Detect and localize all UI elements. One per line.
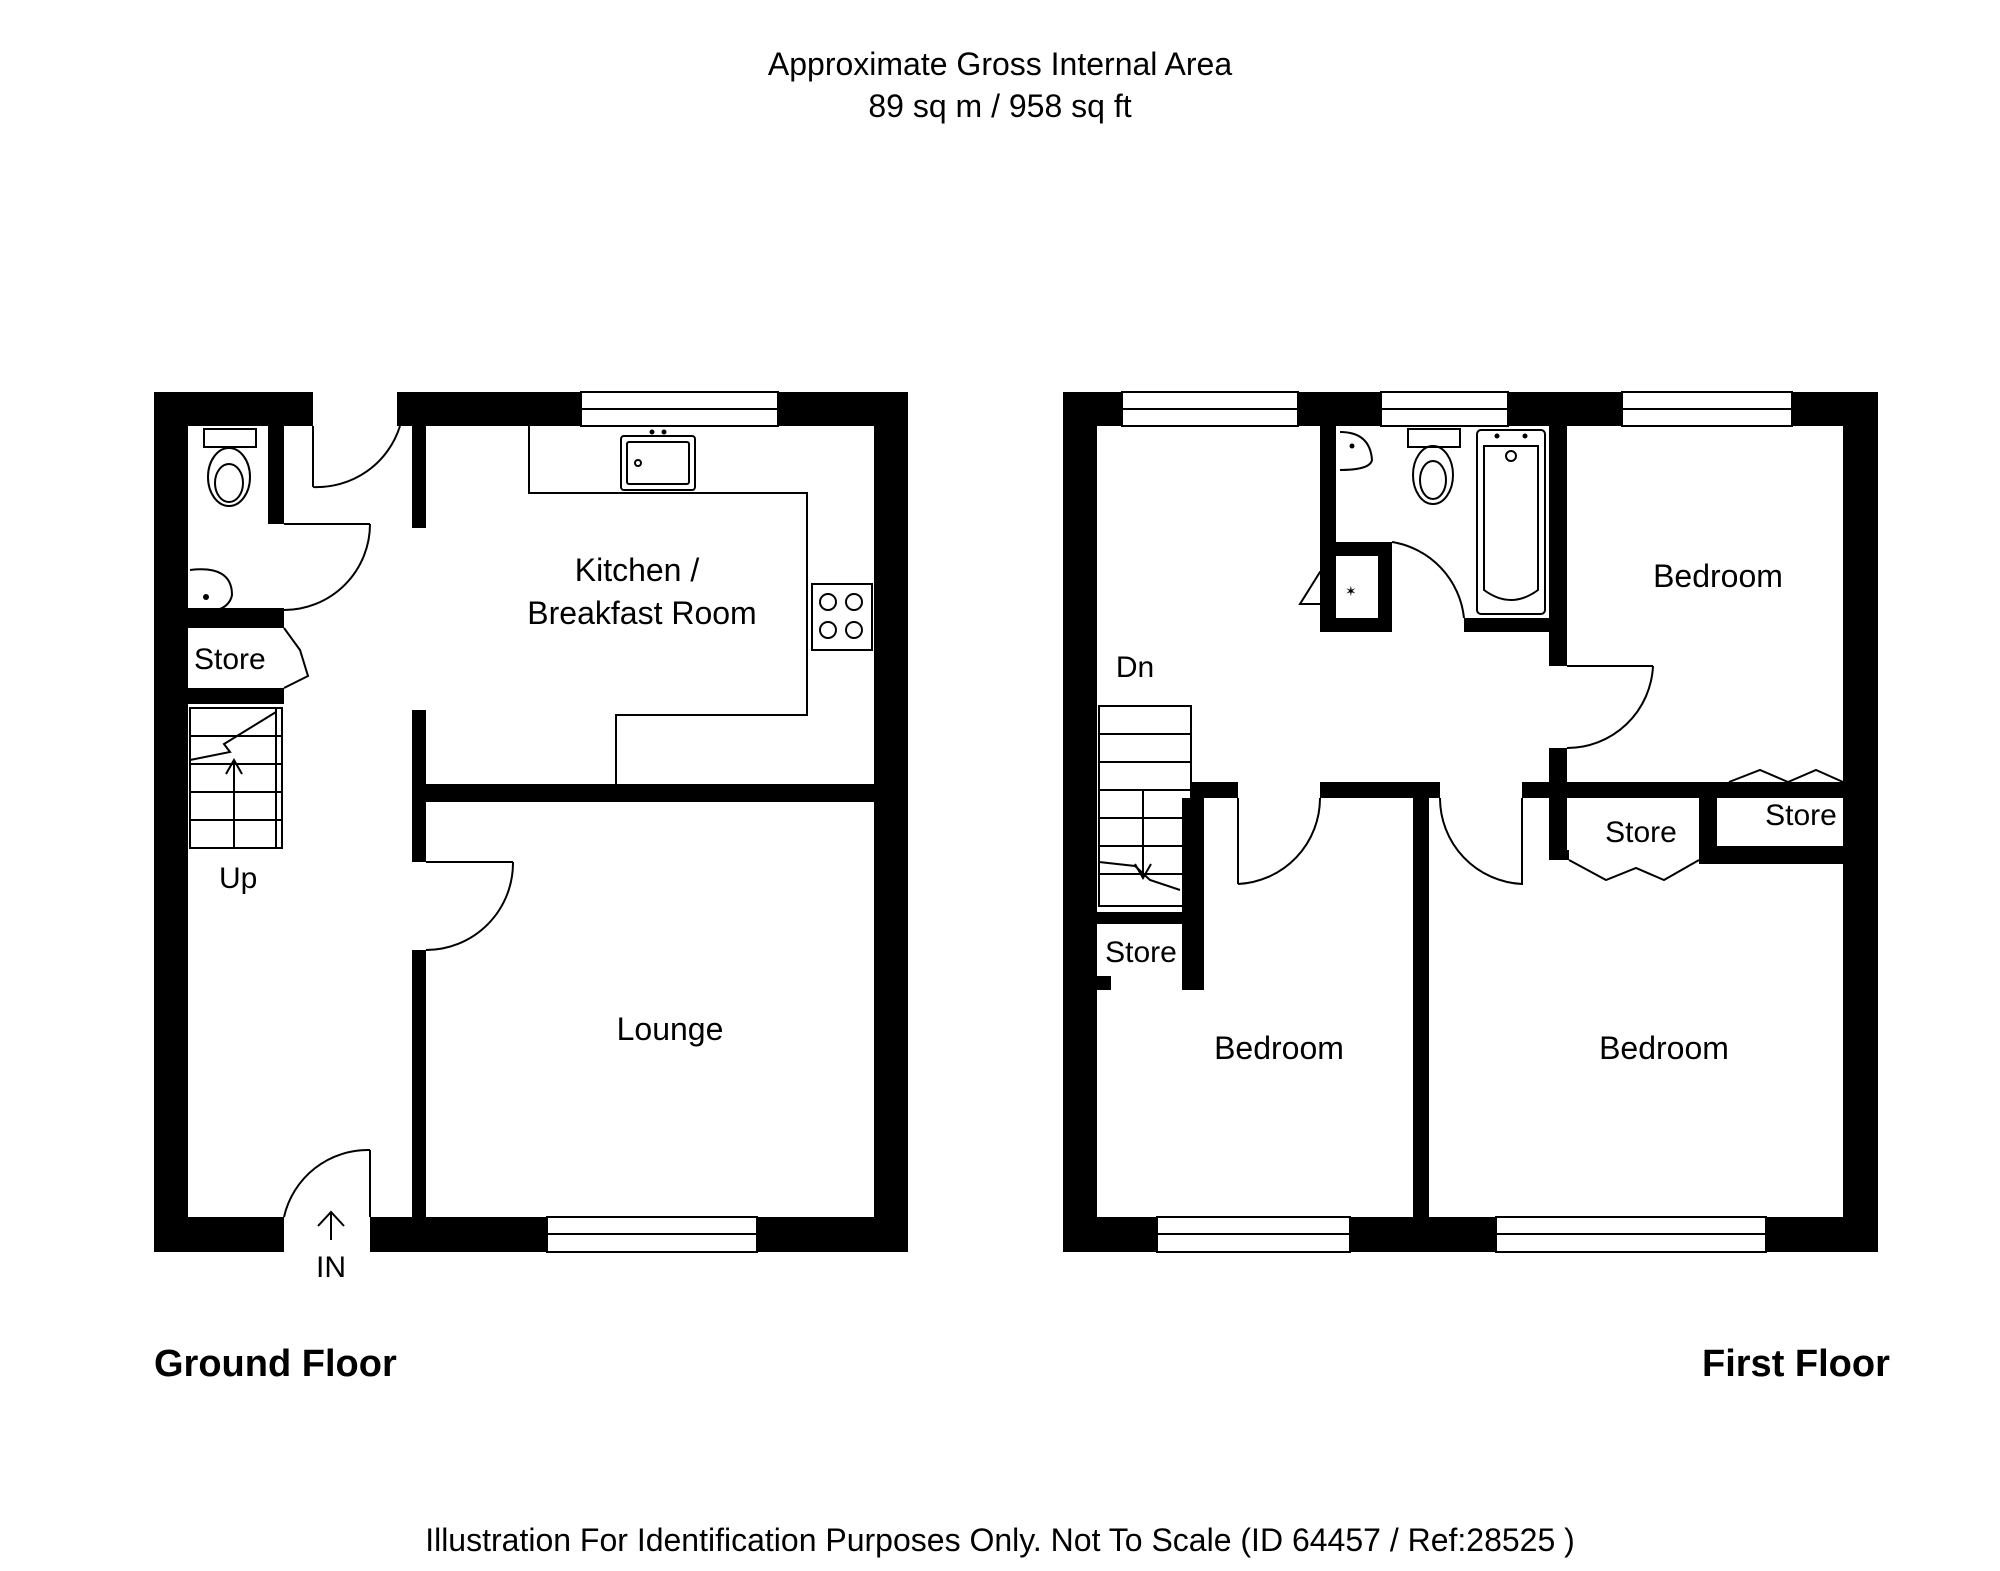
toilet-icon <box>207 447 251 507</box>
first-floor-label: First Floor <box>1702 1343 1890 1385</box>
bedroom-label: Bedroom <box>1214 1030 1344 1066</box>
stairs-down-label: Dn <box>1116 651 1154 684</box>
sink-icon <box>620 435 696 491</box>
entrance-label: IN <box>316 1251 346 1284</box>
store-door-swing <box>1728 768 1844 784</box>
bathroom-door-swing <box>1391 541 1465 619</box>
wall <box>1320 618 1392 632</box>
wall <box>268 426 284 524</box>
bedroom-label: Bedroom <box>1653 558 1783 594</box>
store-label: Store <box>1605 816 1677 849</box>
ground-floor-label: Ground Floor <box>154 1343 397 1385</box>
wall <box>1097 976 1111 990</box>
wall <box>1182 976 1204 990</box>
wall <box>1464 618 1549 632</box>
stairs-up-label: Up <box>219 862 257 895</box>
wall <box>1699 798 1717 860</box>
wall <box>154 392 188 1252</box>
wall <box>412 950 426 1217</box>
wall <box>1063 392 1097 1252</box>
disclaimer-footer: Illustration For Identification Purposes… <box>425 1522 1575 1558</box>
wall <box>188 608 284 628</box>
store-door-swing <box>283 627 310 689</box>
wall <box>1843 392 1878 1252</box>
wall <box>1549 782 1843 798</box>
wall <box>1699 846 1843 864</box>
door-swing <box>1237 797 1322 885</box>
wall <box>426 784 874 802</box>
store-label: Store <box>1105 936 1177 969</box>
staircase <box>189 707 283 849</box>
store-label: Store <box>194 643 266 676</box>
wall <box>1413 798 1429 1217</box>
area-value: 89 sq m / 958 sq ft <box>868 88 1132 124</box>
lounge-label: Lounge <box>617 1011 724 1047</box>
wall <box>154 1217 284 1252</box>
door-swing <box>425 861 515 951</box>
kitchen-worktop <box>528 426 808 784</box>
boiler-icon: ✶ <box>1345 583 1357 599</box>
wall <box>1549 748 1567 784</box>
breakfast-room-label: Breakfast Room <box>527 595 756 631</box>
cupboard-door <box>1298 571 1336 605</box>
wall <box>1320 426 1336 632</box>
bedroom-label: Bedroom <box>1599 1030 1729 1066</box>
wall <box>1192 782 1238 798</box>
toilet-cistern-icon <box>203 428 257 448</box>
store-door-swing <box>1568 859 1700 882</box>
staircase <box>1098 705 1192 907</box>
door-swing <box>1438 797 1523 886</box>
basin-icon <box>1339 431 1374 471</box>
bath-icon <box>1476 429 1546 615</box>
wall <box>1549 850 1569 860</box>
wall <box>1320 782 1440 798</box>
toilet-icon <box>1412 445 1454 505</box>
toilet-cistern-icon <box>1407 428 1461 448</box>
kitchen-label: Kitchen / <box>575 552 700 588</box>
basin-icon <box>189 568 234 614</box>
ground-floor-plan: Kitchen / Breakfast Room Lounge Store Up… <box>154 391 908 1284</box>
area-title: Approximate Gross Internal Area <box>767 46 1233 82</box>
wall <box>412 710 426 862</box>
door-swing <box>312 425 401 489</box>
wall <box>1549 426 1567 666</box>
wall <box>188 688 284 704</box>
wall <box>1549 798 1567 860</box>
wall <box>874 392 908 1252</box>
first-floor-plan: ✶ Bedroom Bedroom Bedroom Store Store St… <box>1063 391 1878 1253</box>
wall <box>1717 782 1729 798</box>
wall <box>1522 782 1549 798</box>
wall <box>1378 542 1392 632</box>
wall <box>412 426 426 528</box>
wall <box>1182 798 1204 990</box>
door-swing <box>283 523 371 611</box>
store-label: Store <box>1765 799 1837 832</box>
entrance-door-swing <box>283 1148 371 1218</box>
wall <box>1097 912 1182 924</box>
hob-icon <box>811 583 873 651</box>
door-swing <box>1566 665 1654 750</box>
